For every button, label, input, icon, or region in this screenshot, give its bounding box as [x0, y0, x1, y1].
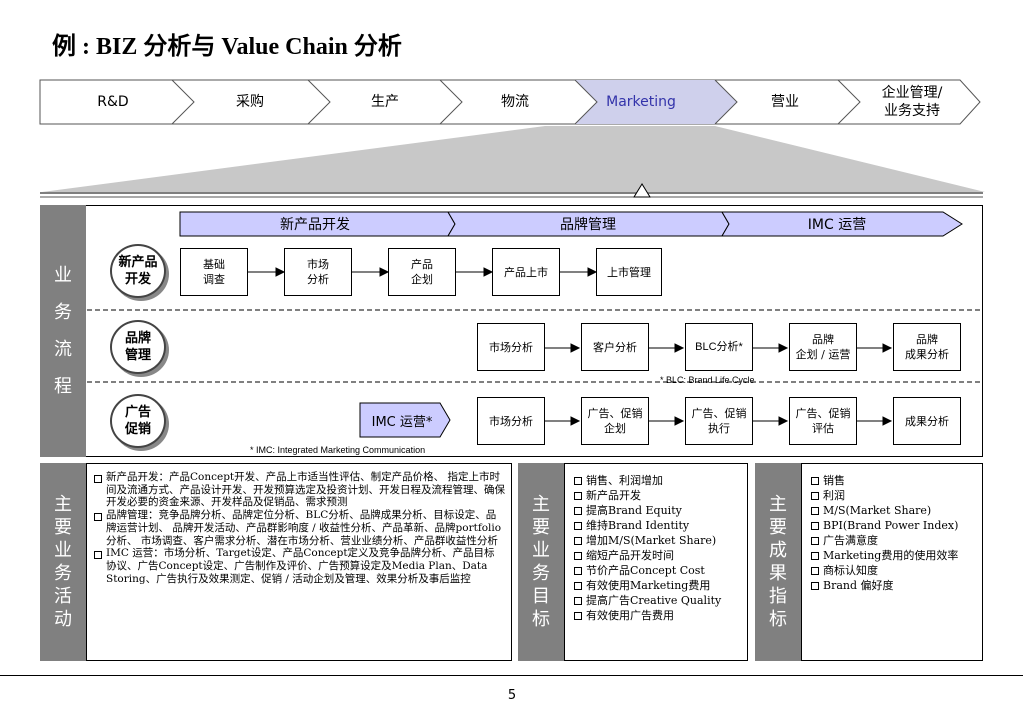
- funnel-shape: [42, 126, 985, 192]
- chain-production: 生产: [371, 94, 399, 110]
- blc-footnote: * BLC: Brand Life Cycle: [660, 375, 755, 385]
- value-chain-outline: [39, 79, 981, 125]
- footer-divider: [0, 675, 1023, 676]
- arrows-row-2: [545, 343, 893, 353]
- value-chain-graphic: [39, 79, 985, 198]
- phase-bar-3: [721, 211, 963, 237]
- kpi-item: 销售: [810, 473, 978, 488]
- chain-purchase: 采购: [236, 94, 264, 110]
- goals-panel: 销售、利润增加 新产品开发 提高Brand Equity 维持Brand Ide…: [564, 463, 748, 661]
- goal-item: 节价产品Concept Cost: [573, 563, 743, 578]
- step-product-launch: 产品上市: [492, 248, 560, 296]
- arrows-row-1: [248, 267, 598, 277]
- step-basic-research: 基础 调查: [180, 248, 248, 296]
- arrows-row-3: [545, 416, 893, 426]
- phase-label-brand: 品牌管理: [560, 217, 616, 233]
- chain-rnd: R&D: [97, 94, 129, 110]
- triangle-marker: [633, 183, 651, 198]
- phase-label-npd: 新产品开发: [280, 217, 350, 233]
- value-chain-highlight: [575, 80, 737, 124]
- activity-imc: IMC 运营：市场分析、Target设定、产品Concept定义及竞争品牌分析、…: [93, 547, 505, 585]
- step-ad-results: 成果分析: [893, 397, 961, 445]
- value-chain-separators: [171, 79, 861, 125]
- kpi-item: BPI(Brand Power Index): [810, 518, 978, 533]
- step-ad-evaluation: 广告、促销 评估: [789, 397, 857, 445]
- goal-item: 提高Brand Equity: [573, 503, 743, 518]
- row-label-ad: 广告 促销: [110, 394, 166, 448]
- imc-box-shape: [359, 402, 451, 438]
- goals-side-label: 主要业务目标: [518, 463, 564, 661]
- kpi-item: M/S(Market Share): [810, 503, 978, 518]
- kpi-item: 商标认知度: [810, 563, 978, 578]
- goal-item: 销售、利润增加: [573, 473, 743, 488]
- goal-item: 提高广告Creative Quality: [573, 593, 743, 608]
- process-side-label: 业 务 流 程: [40, 205, 86, 457]
- kpi-item: Marketing费用的使用效率: [810, 548, 978, 563]
- step-customer-analysis: 客户分析: [581, 323, 649, 371]
- activities-side-label: 主要业务活动: [40, 463, 86, 661]
- goal-item: 缩短产品开发时间: [573, 548, 743, 563]
- kpi-item: Brand 偏好度: [810, 578, 978, 593]
- kpi-item: 广告满意度: [810, 533, 978, 548]
- kpi-panel: 销售 利润 M/S(Market Share) BPI(Brand Power …: [801, 463, 983, 661]
- chain-logistics: 物流: [501, 94, 529, 110]
- step-launch-management: 上市管理: [596, 248, 662, 296]
- step-brand-planning: 品牌 企划 / 运营: [789, 323, 857, 371]
- step-ad-execution: 广告、促销 执行: [685, 397, 753, 445]
- page-number: 5: [507, 688, 517, 703]
- step-product-planning: 产品 企划: [388, 248, 456, 296]
- goal-item: 有效使用Marketing费用: [573, 578, 743, 593]
- chain-sales: 营业: [771, 94, 799, 110]
- imc-footnote: * IMC: Integrated Marketing Communicatio…: [250, 445, 426, 455]
- step-blc-analysis: BLC分析*: [685, 323, 753, 371]
- kpi-item: 利润: [810, 488, 978, 503]
- activities-panel: 新产品开发：产品Concept开发、产品上市适当性评估、制定产品价格、 指定上市…: [86, 463, 512, 661]
- phase-label-imc: IMC 运营: [807, 217, 867, 233]
- row-label-brand: 品牌 管理: [110, 320, 166, 374]
- step-brand-market-analysis: 市场分析: [477, 323, 545, 371]
- step-ad-market-analysis: 市场分析: [477, 397, 545, 445]
- row-label-npd: 新产品 开发: [110, 244, 166, 298]
- activity-brand: 品牌管理：竞争品牌分析、品牌定位分析、BLC分析、品牌成果分析、目标设定、品牌运…: [93, 509, 505, 547]
- goal-item: 维持Brand Identity: [573, 518, 743, 533]
- chain-management: 企业管理/ 业务支持: [881, 85, 943, 119]
- step-market-analysis: 市场 分析: [284, 248, 352, 296]
- imc-label: IMC 运营*: [371, 414, 433, 430]
- step-ad-planning: 广告、促销 企划: [581, 397, 649, 445]
- process-graphic: [87, 211, 983, 438]
- goal-item: 增加M/S(Market Share): [573, 533, 743, 548]
- goal-item: 新产品开发: [573, 488, 743, 503]
- goal-item: 有效使用广告费用: [573, 608, 743, 623]
- activity-npd: 新产品开发：产品Concept开发、产品上市适当性评估、制定产品价格、 指定上市…: [93, 471, 505, 509]
- chain-marketing: Marketing: [606, 94, 676, 110]
- step-brand-results: 品牌 成果分析: [893, 323, 961, 371]
- kpi-side-label: 主要成果指标: [755, 463, 801, 661]
- page-title: 例 : BIZ 分析与 Value Chain 分析: [52, 34, 402, 60]
